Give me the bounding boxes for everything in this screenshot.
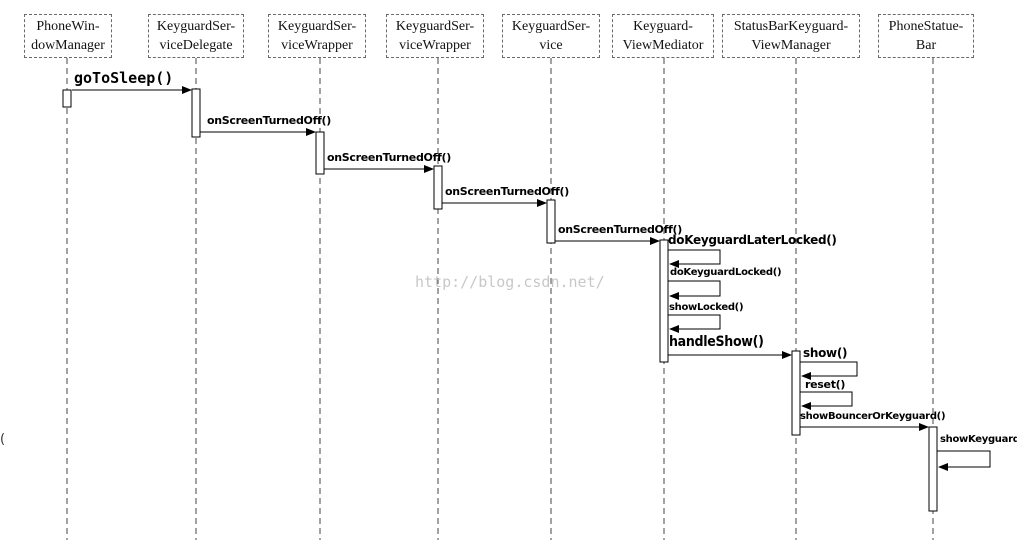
message-label-do-keyguard-locked: doKeyguardLocked()	[670, 267, 782, 278]
lifeline-title-line2: dowManager	[31, 38, 105, 53]
lifeline-header-status-bar-keyguard-view-manager: StatusBarKeyguard- ViewManager	[722, 14, 860, 58]
stray-mark: (	[0, 432, 6, 447]
self-arrow-reset	[800, 391, 853, 410]
activation-bar-sbkvm	[791, 350, 801, 436]
activation-bar-ksw1	[315, 131, 325, 175]
lifeline-title-line2: ViewMediator	[622, 38, 704, 53]
message-label-show-bouncer-or-keyguard: showBouncerOrKeyguard()	[800, 411, 946, 422]
message-label-do-keyguard-later-locked: doKeyguardLaterLocked()	[668, 233, 837, 247]
lifeline-title-line2: Bar	[915, 38, 937, 53]
self-arrow-show-keyguard	[937, 450, 991, 471]
self-arrow-do-keyguard-later-locked	[668, 249, 721, 268]
activation-bar-ksw2	[433, 165, 443, 210]
lifeline-title-line1: Keyguard-	[633, 19, 693, 34]
activation-bar-kvm	[659, 239, 669, 363]
lifeline-header-keyguard-service-wrapper-1: KeyguardSer- viceWrapper	[268, 14, 366, 58]
watermark-text: http://blog.csdn.net/	[415, 273, 605, 291]
message-label-handle-show: handleShow()	[669, 334, 764, 350]
lifeline-title-line2: viceDelegate	[159, 38, 233, 53]
lifeline-header-keyguard-service-wrapper-2: KeyguardSer- viceWrapper	[386, 14, 484, 58]
self-arrow-show	[800, 361, 858, 380]
message-label-go-to-sleep: goToSleep()	[74, 69, 174, 87]
lifeline-title-line2: viceWrapper	[281, 38, 353, 53]
message-label-on-screen-turned-off-3: onScreenTurnedOff()	[445, 185, 570, 198]
lifeline-header-phone-window-manager: PhoneWin- dowManager	[24, 14, 112, 58]
lifeline-title-line2: viceWrapper	[399, 38, 471, 53]
message-label-show: show()	[803, 346, 848, 360]
lifeline-title-line2: ViewManager	[751, 38, 831, 53]
lifeline-title-line1: KeyguardSer-	[156, 19, 236, 34]
lifeline-header-keyguard-service-delegate: KeyguardSer- viceDelegate	[148, 14, 244, 58]
self-arrow-show-locked	[668, 314, 721, 333]
activation-bar-ks	[546, 199, 556, 244]
message-label-reset: reset()	[805, 378, 846, 391]
message-label-on-screen-turned-off-2: onScreenTurnedOff()	[327, 151, 452, 164]
lifeline-title-line1: KeyguardSer-	[277, 19, 357, 34]
message-label-show-locked: showLocked()	[669, 302, 744, 313]
lifeline-title-line2: vice	[539, 38, 563, 53]
self-arrow-do-keyguard-locked	[668, 280, 721, 300]
message-label-show-keyguard: showKeyguard	[940, 434, 1017, 445]
lifeline-header-keyguard-view-mediator: Keyguard- ViewMediator	[612, 14, 714, 58]
message-label-on-screen-turned-off-4: onScreenTurnedOff()	[558, 223, 683, 236]
lifeline-title-line1: StatusBarKeyguard-	[733, 19, 849, 34]
lifeline-header-keyguard-service: KeyguardSer- vice	[502, 14, 600, 58]
lifeline-header-phone-statue-bar: PhoneStatue- Bar	[878, 14, 974, 58]
activation-bar-pwm	[62, 89, 72, 108]
lifeline-title-line1: KeyguardSer-	[511, 19, 591, 34]
lifeline-title-line1: PhoneStatue-	[888, 19, 964, 34]
activation-bar-psb	[928, 426, 938, 512]
lifeline-title-line1: KeyguardSer-	[395, 19, 475, 34]
message-label-on-screen-turned-off-1: onScreenTurnedOff()	[207, 114, 332, 127]
lifeline-title-line1: PhoneWin-	[36, 19, 100, 34]
activation-bar-ksd	[191, 88, 201, 138]
